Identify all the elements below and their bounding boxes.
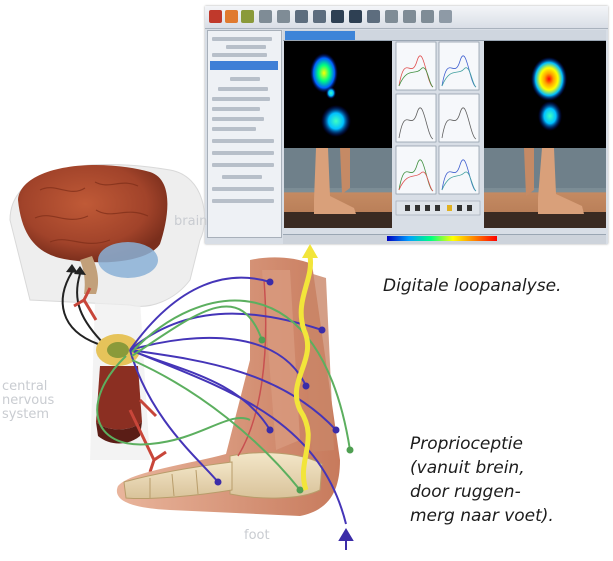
cns-label: central nervous system — [2, 380, 54, 422]
sidebar-row — [218, 87, 268, 91]
cns-label-line: nervous — [2, 394, 54, 408]
toolbar-icon — [403, 10, 416, 23]
pressure-colorbar — [387, 236, 497, 241]
caption-line: (vanuit brein, — [410, 456, 610, 480]
caption-line: merg naar voet). — [410, 504, 610, 528]
sidebar-row — [212, 127, 256, 131]
pressure-heatmap-left-svg — [284, 41, 392, 148]
sidebar-row — [212, 151, 274, 155]
caption-line: door ruggen- — [410, 480, 610, 504]
toolbar-icon — [225, 10, 238, 23]
app-icon — [209, 10, 222, 23]
nerve-arrow-icon — [340, 530, 352, 550]
toolbar-icon — [439, 10, 452, 23]
cerebellum — [98, 242, 158, 278]
legs-photo-right-svg — [484, 148, 606, 228]
gait-analysis-caption: Digitale loopanalyse. — [383, 276, 561, 296]
sidebar-row — [212, 53, 267, 57]
nerve-arrow-icon — [302, 244, 318, 258]
proprioception-caption: Proprioceptie (vanuit brein, door ruggen… — [410, 432, 610, 528]
sidebar-selected-row — [210, 61, 278, 70]
toolbar-icon — [259, 10, 272, 23]
sidebar-row — [226, 45, 266, 49]
toolbar-icon — [331, 10, 344, 23]
toolbar-icon — [349, 10, 362, 23]
graph-panel — [395, 41, 481, 241]
toolbar-icon — [367, 10, 380, 23]
pressure-heatmap-right — [484, 41, 606, 148]
sidebar-row — [212, 139, 274, 143]
legs-photo-right — [484, 148, 606, 228]
proprioception-illustration: brain central nervous system foot — [0, 160, 400, 556]
pressure-heatmap-left — [284, 41, 392, 148]
software-toolbar — [205, 6, 608, 29]
toolbar-icon — [295, 10, 308, 23]
cns-label-line: central — [2, 380, 54, 394]
sidebar-row — [212, 37, 272, 41]
toolbar-icon — [241, 10, 254, 23]
sidebar-row — [212, 107, 260, 111]
sidebar-row — [230, 77, 260, 81]
sidebar-row — [212, 117, 264, 121]
brain-label: brain — [174, 214, 207, 229]
toolbar-icon — [277, 10, 290, 23]
toolbar-icon — [385, 10, 398, 23]
foot-label: foot — [244, 528, 270, 543]
sidebar-row — [212, 97, 270, 101]
toolbar-icon — [313, 10, 326, 23]
caption-line: Proprioceptie — [410, 432, 610, 456]
pressure-heatmap-right-svg — [484, 41, 606, 148]
toolbar-icon — [421, 10, 434, 23]
cns-label-line: system — [2, 408, 54, 422]
software-active-tab — [285, 31, 355, 40]
graph-panel-svg — [395, 41, 481, 241]
